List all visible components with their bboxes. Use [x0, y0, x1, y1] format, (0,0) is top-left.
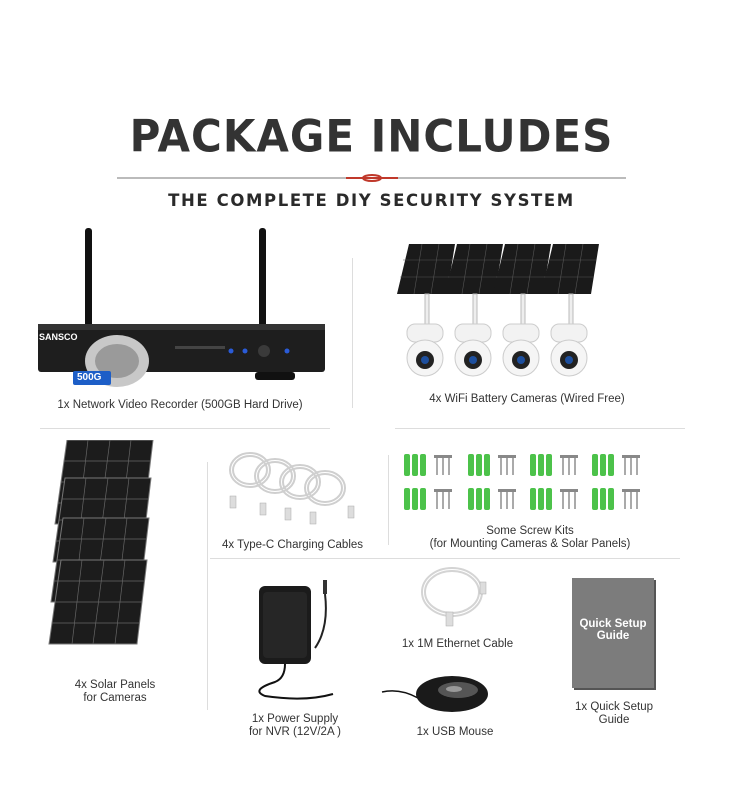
- nvr-caption: 1x Network Video Recorder (500GB Hard Dr…: [57, 399, 303, 411]
- separator: [207, 462, 208, 710]
- title-divider-right: [396, 177, 626, 179]
- cable-icon: [229, 452, 355, 525]
- separator: [352, 258, 353, 408]
- guide-cover-title-1: Quick Setup: [579, 618, 647, 630]
- separator: [395, 428, 685, 429]
- camera-icon: [397, 243, 600, 377]
- page-subtitle: THE COMPLETE DIY SECURITY SYSTEM: [168, 191, 575, 210]
- guide-cover-title-2: Guide: [596, 630, 630, 642]
- mouse-icon: [381, 676, 488, 712]
- separator: [40, 428, 330, 429]
- solar-panel-icon: [48, 440, 154, 645]
- guide-caption-2: Guide: [598, 714, 630, 726]
- solar-caption-1: 4x Solar Panels: [74, 679, 156, 691]
- cables-caption: 4x Type-C Charging Cables: [221, 539, 364, 551]
- guide-book-icon: Quick Setup Guide: [572, 578, 654, 688]
- nvr-icon: [38, 228, 325, 387]
- separator: [388, 455, 389, 545]
- solar-caption-2: for Cameras: [83, 692, 147, 704]
- ethernet-caption: 1x 1M Ethernet Cable: [401, 638, 514, 650]
- mouse-caption: 1x USB Mouse: [416, 726, 494, 738]
- screw-kit-icon: [404, 454, 640, 510]
- ethernet-cable-icon: [421, 567, 487, 627]
- title-divider-left: [117, 177, 347, 179]
- cameras-caption: 4x WiFi Battery Cameras (Wired Free): [429, 393, 625, 405]
- guide-caption-1: 1x Quick Setup: [575, 701, 653, 713]
- screws-caption-1: Some Screw Kits: [486, 525, 574, 537]
- hdd-label: 500G: [77, 372, 102, 383]
- power-adapter-icon: [258, 580, 334, 700]
- separator: [210, 558, 680, 559]
- power-caption-1: 1x Power Supply: [251, 713, 339, 725]
- power-caption-2: for NVR (12V/2A ): [248, 726, 342, 738]
- screws-caption-2: (for Mounting Cameras & Solar Panels): [429, 538, 631, 550]
- nvr-brand: SANSCO: [39, 332, 78, 342]
- page-title: PACKAGE INCLUDES: [129, 110, 614, 163]
- divider-ornament-icon: [346, 174, 398, 182]
